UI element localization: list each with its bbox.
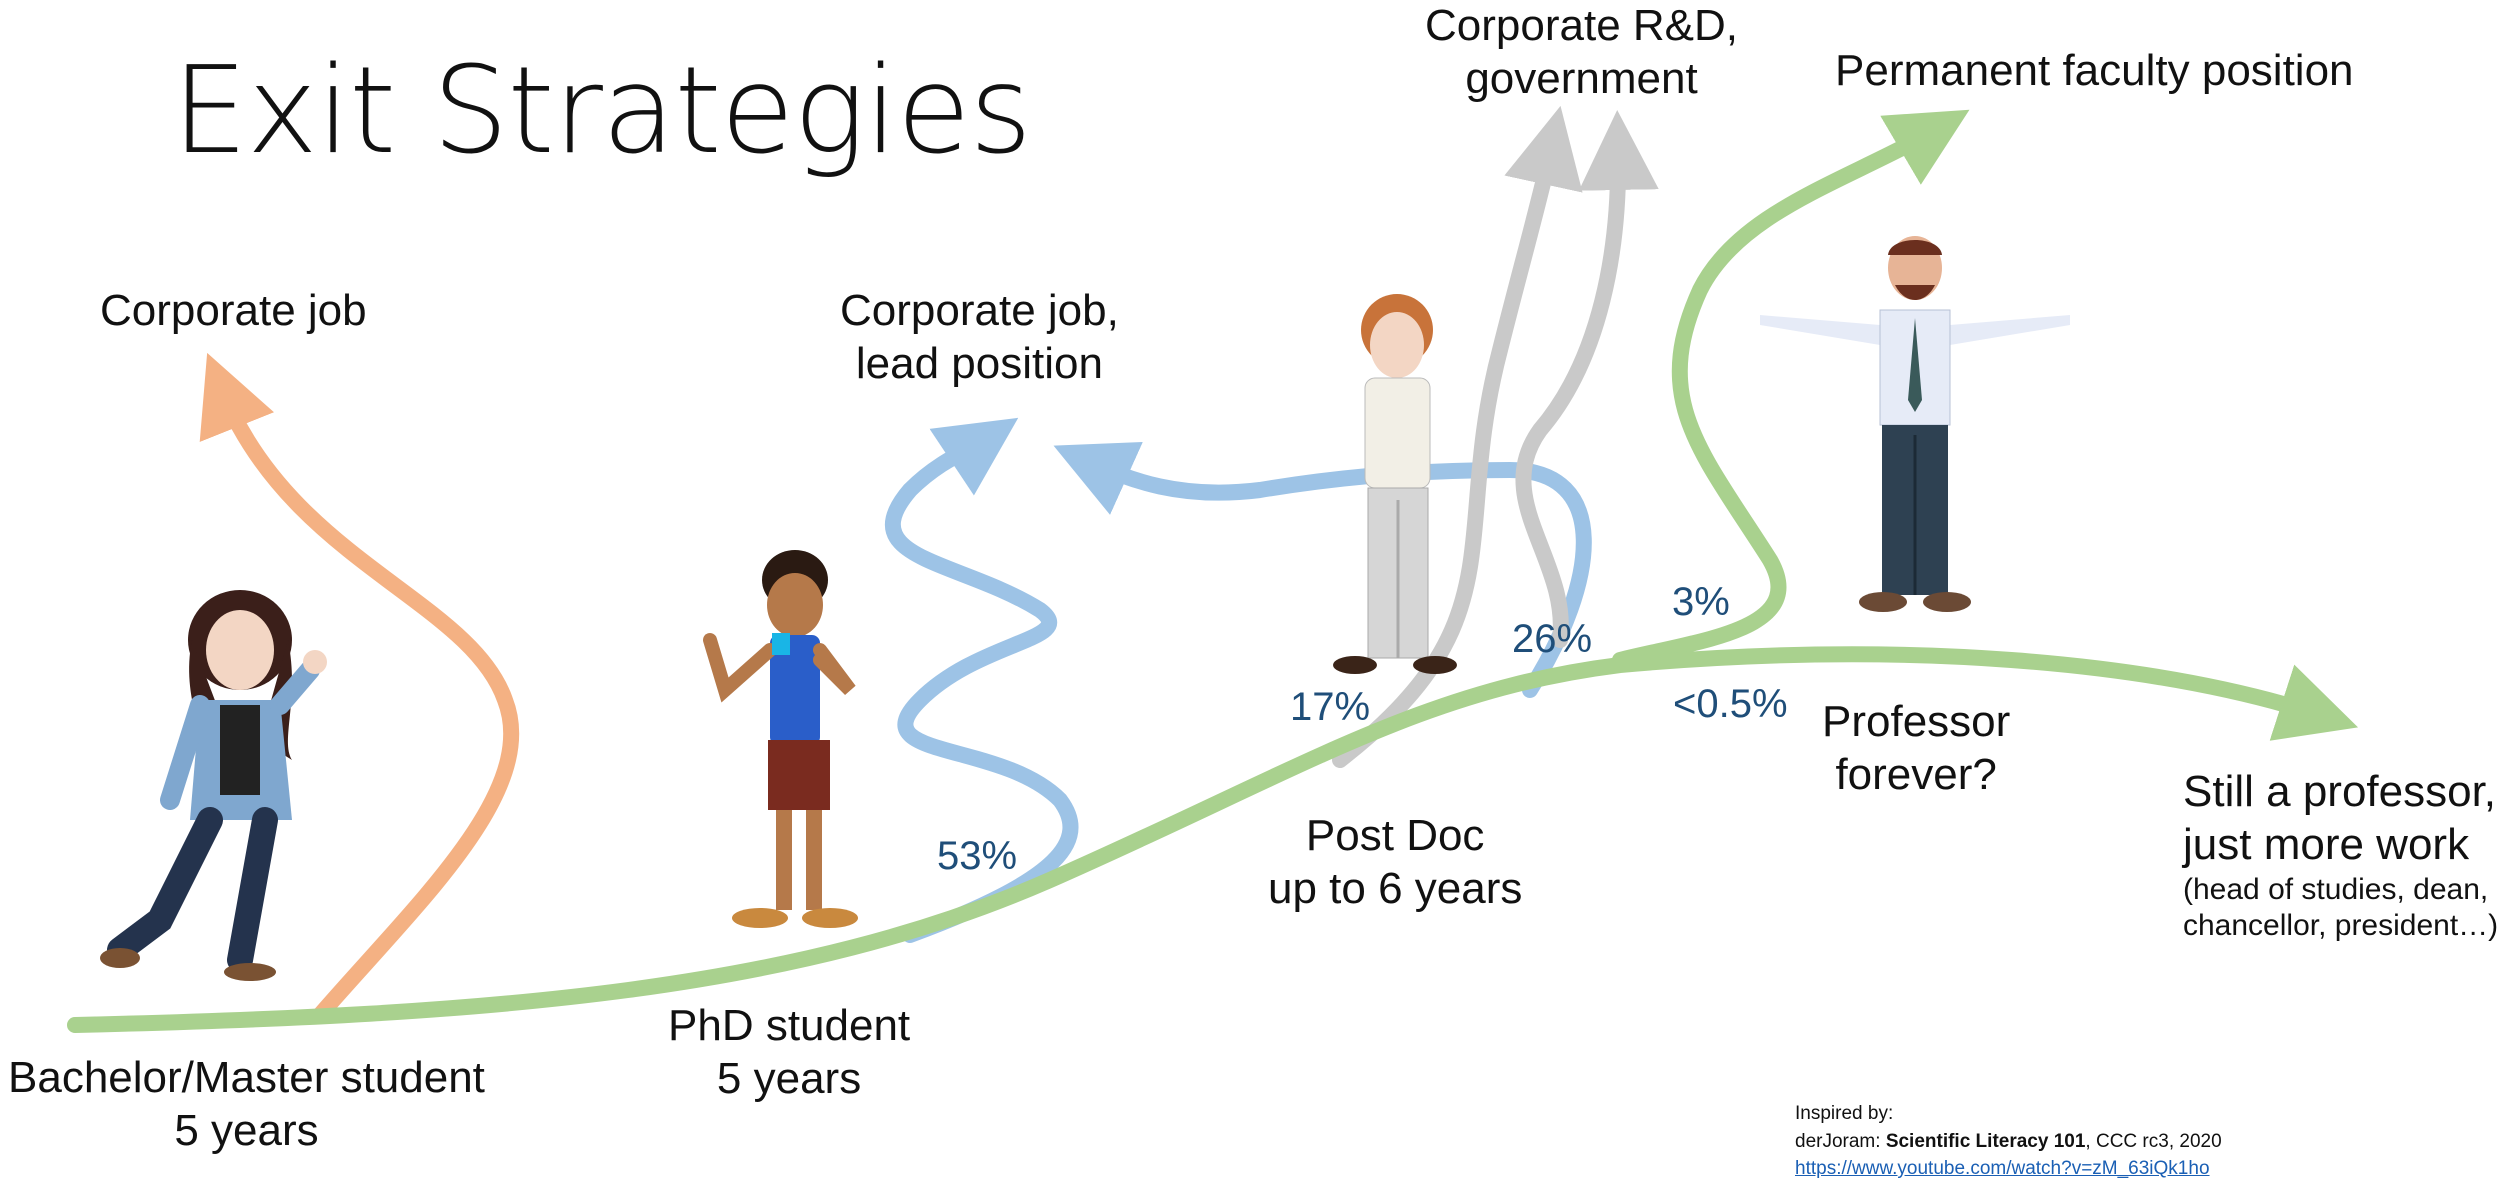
postdoc-rd-percent: 17% [1290,685,1371,729]
permanent-faculty-text: Permanent faculty position [1835,46,2354,95]
phd-exit-arrow [884,417,1079,943]
main-career-path [67,646,2359,1033]
credit-block: Inspired by: derJoram: Scientific Litera… [1795,1100,2222,1183]
bachelor-label: Bachelor/Master student 5 years [8,1052,485,1158]
postdoc-line1: Post Doc [1305,811,1485,860]
corporate-lead-line1: Corporate job, [840,286,1119,335]
still-prof-line4: chancellor, president…) [2183,908,2499,942]
corporate-job-label: Corporate job [100,285,367,338]
faculty-percent: 3% [1672,580,1730,624]
credit-link[interactable]: https://www.youtube.com/watch?v=zM_63iQk… [1795,1158,2210,1180]
postdoc-lead-percent: 26% [1512,617,1593,661]
professor-line2: forever? [1835,749,1997,799]
credit-author: derJoram: [1795,1130,1886,1152]
corporate-job-text: Corporate job [100,286,367,335]
postdoc-label: Post Doc up to 6 years [1268,810,1522,916]
postdoc-lead-arrow [1053,441,1592,698]
faculty-exit-arrow [1612,109,1970,668]
still-prof-line3: (head of studies, dean, [2183,872,2489,906]
professor-figure [1760,236,2070,612]
professor-line1: Professor [1822,697,2011,746]
postdoc-figure [1333,294,1457,674]
page-title: Exit Strategies [172,42,1032,181]
phd-student-figure [703,550,858,928]
phd-percent: 53% [937,834,1018,878]
postdoc-rd-arrow-2 [1515,110,1659,648]
bachelor-student-figure [100,590,327,981]
bachelor-exit-arrow [199,352,520,1023]
corporate-rd-line1: Corporate R&D, [1425,1,1739,50]
still-professor-percent: <0.5% [1673,682,1788,726]
credit-work: Scientific Literacy 101 [1885,1130,2086,1152]
phd-line2: 5 years [716,1053,862,1103]
corporate-lead-label: Corporate job, lead position [840,285,1119,391]
bachelor-line1: Bachelor/Master student [8,1053,485,1102]
credit-rest: , CCC rc3, 2020 [2085,1130,2222,1152]
phd-label: PhD student 5 years [668,1000,910,1106]
permanent-faculty-label: Permanent faculty position [1835,45,2354,98]
phd-line1: PhD student [668,1001,911,1050]
credit-line1: Inspired by: [1795,1103,1894,1124]
still-professor-label: Still a professor, just more work (head … [2183,766,2498,944]
corporate-rd-label: Corporate R&D, government [1425,0,1738,106]
corporate-rd-line2: government [1465,53,1698,103]
postdoc-line2: up to 6 years [1268,863,1523,913]
corporate-lead-line2: lead position [855,338,1103,388]
credit-line2: derJoram: Scientific Literacy 101, CCC r… [1795,1128,2222,1156]
still-prof-line1: Still a professor, [2183,767,2497,816]
bachelor-line2: 5 years [174,1105,319,1155]
professor-label: Professor forever? [1822,696,2010,802]
still-prof-line2: just more work [2183,819,2470,869]
